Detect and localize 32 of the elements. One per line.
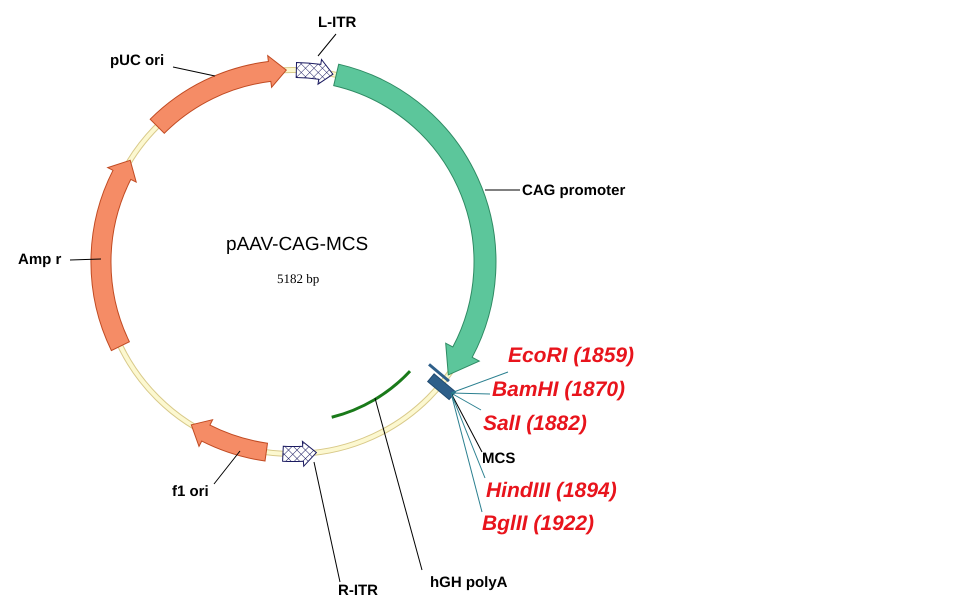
feature-label: MCS <box>482 450 516 469</box>
leader-line <box>450 372 508 394</box>
leader-line <box>450 392 482 452</box>
gene-segment <box>190 419 268 462</box>
leader-line <box>172 66 216 76</box>
leader-line <box>318 34 336 56</box>
gene-segment <box>296 59 334 85</box>
plasmid-size: 5182 bp <box>277 270 320 288</box>
mcs-marker <box>426 363 456 400</box>
leader-line <box>70 258 102 260</box>
gene-segment <box>90 160 137 352</box>
leader-line <box>450 392 486 478</box>
feature-label: R-ITR <box>338 582 378 601</box>
leader-line <box>450 392 482 410</box>
leader-line <box>314 462 340 582</box>
gene-segment <box>282 440 317 467</box>
feature-label: HindIII (1894) <box>486 478 617 504</box>
feature-label: EcoRI (1859) <box>508 343 634 370</box>
feature-label: BamHI (1870) <box>492 377 626 404</box>
plasmid-name: pAAV-CAG-MCS <box>226 233 368 257</box>
feature-label: Amp r <box>18 251 62 270</box>
feature-label: BglII (1922) <box>482 511 594 538</box>
feature-label: f1 ori <box>172 483 209 502</box>
leader-line <box>450 392 482 512</box>
feature-label: SalI (1882) <box>483 411 587 438</box>
feature-label: L-ITR <box>318 14 356 33</box>
leader-line <box>450 392 490 394</box>
feature-label: pUC ori <box>110 52 164 71</box>
feature-label: hGH polyA <box>430 574 508 593</box>
polya-arc <box>331 370 412 419</box>
leader-line <box>214 450 240 484</box>
feature-label: CAG promoter <box>522 182 626 201</box>
